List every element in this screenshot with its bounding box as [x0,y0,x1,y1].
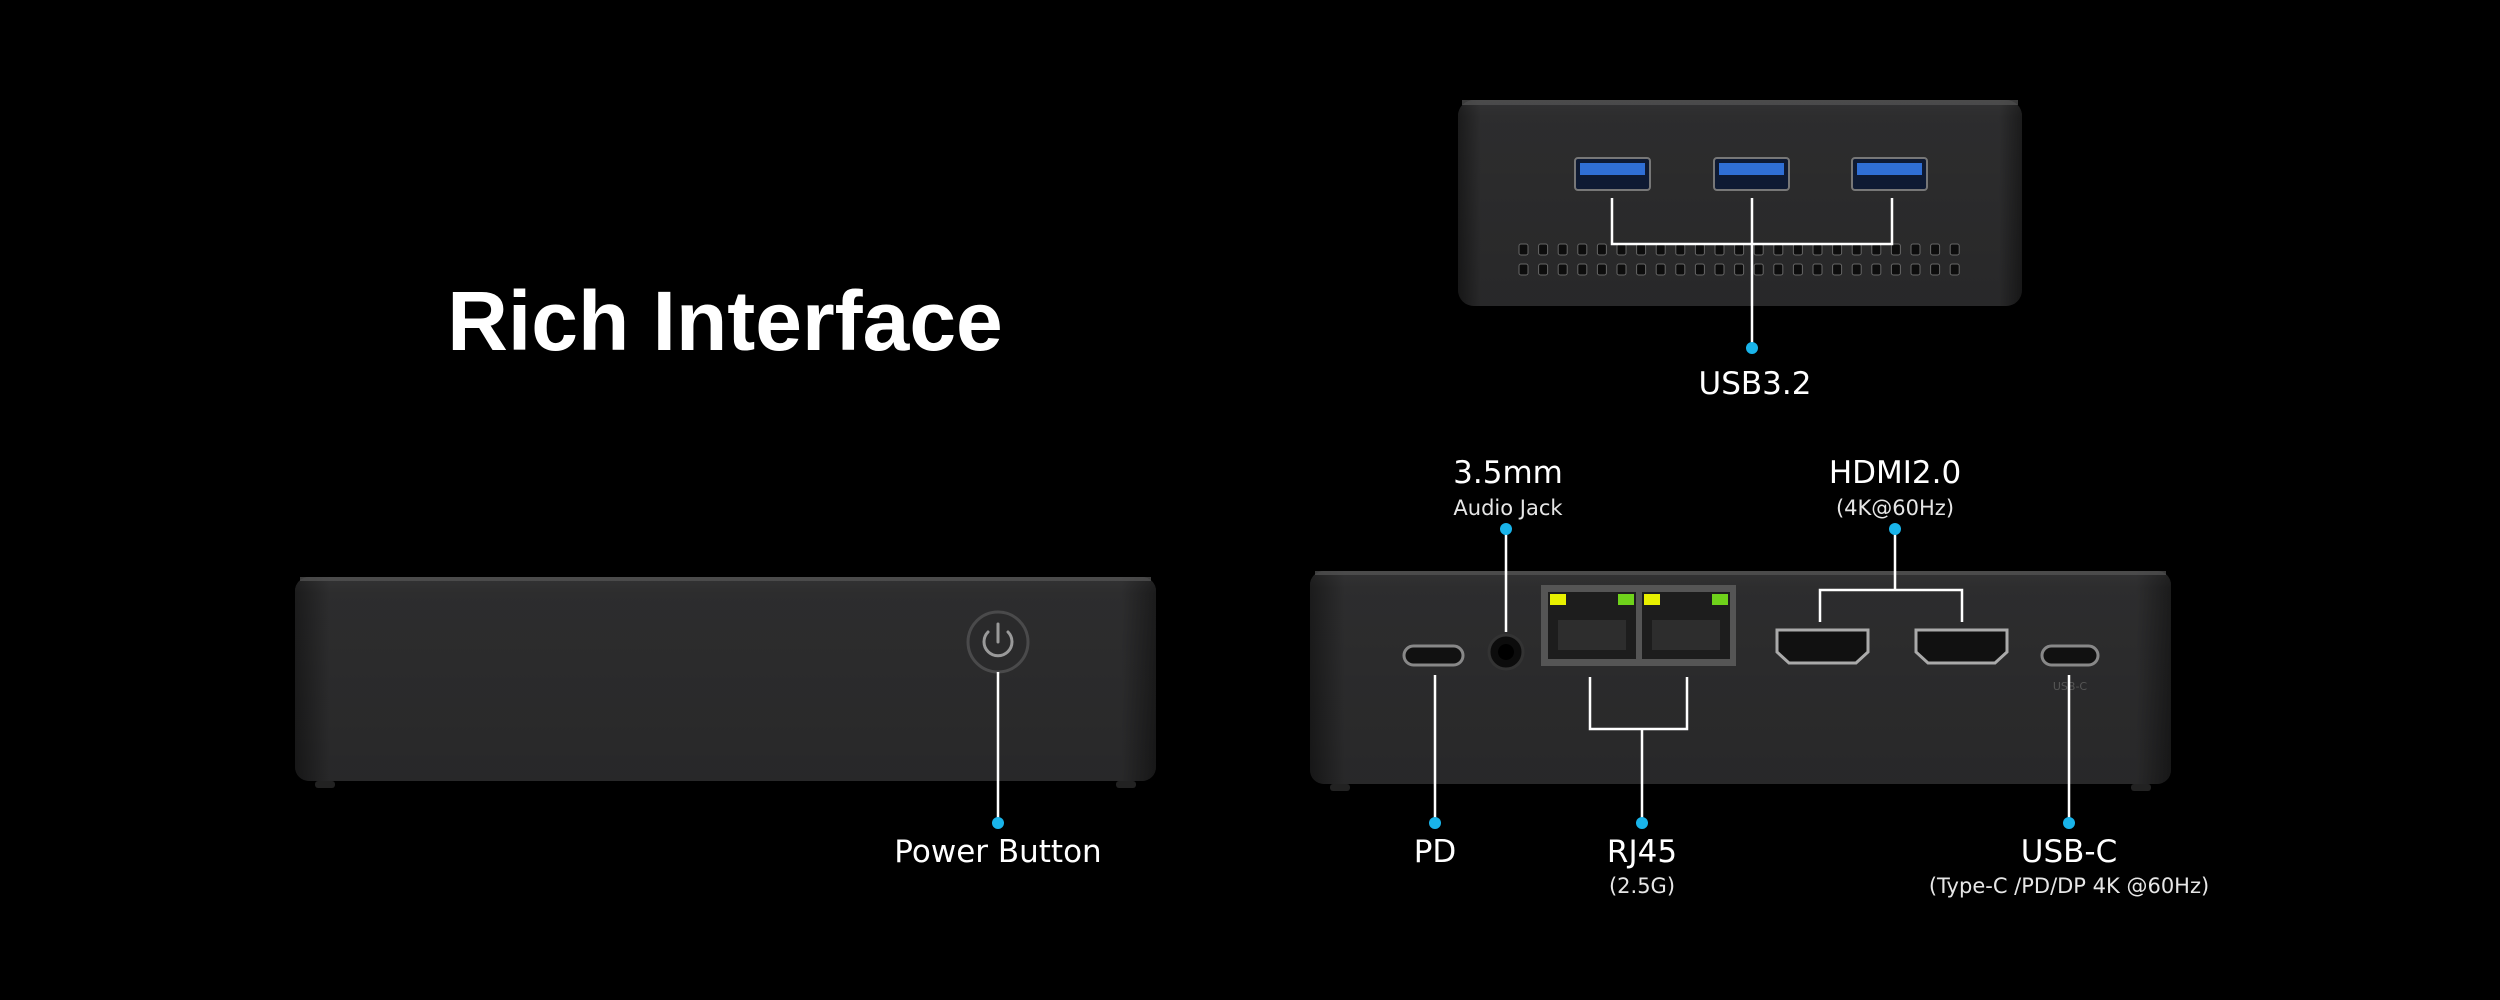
vent-grille [1518,243,1960,276]
vent-slot [1792,243,1803,256]
vent-slot [1890,243,1901,256]
vent-slot [1930,243,1941,256]
vent-slot [1792,263,1803,276]
vent-slot [1753,263,1764,276]
power-button-label: Power Button [894,834,1101,870]
vent-slot [1773,263,1784,276]
audio-jack [1487,633,1525,671]
vent-slot [1890,263,1901,276]
vent-slot [1832,243,1843,256]
vent-slot [1832,263,1843,276]
power-callout-dot [992,817,1004,829]
vent-slot [1734,263,1745,276]
vent-slot [1538,263,1549,276]
rj45-label: RJ45 [1607,834,1677,870]
page-title: Rich Interface [447,274,1003,368]
vent-slot [1734,243,1745,256]
vent-slot [1812,263,1823,276]
hdmi-port [1775,628,1870,665]
usb-port [1574,157,1651,191]
pd-port [1402,644,1465,667]
usbc-label: USB-C [2021,834,2117,870]
vent-slot [1557,263,1568,276]
vent-slot [1596,243,1607,256]
vent-slot [1871,243,1882,256]
usb-c-port: USB-C [2040,644,2100,693]
usbc-sublabel: (Type-C /PD/DP 4K @60Hz) [1929,874,2209,898]
vent-slot [1949,263,1960,276]
vent-slot [1949,243,1960,256]
vent-slot [1636,243,1647,256]
audio-callout-dot [1500,523,1512,535]
usbc-callout-dot [2063,817,2075,829]
rj45-ports [1541,585,1736,666]
rj45-callout-dot [1636,817,1648,829]
vent-slot [1812,243,1823,256]
device-back [1310,571,2171,791]
hdmi-callout-line [1818,531,1964,622]
vent-slot [1910,263,1921,276]
usb-callout-line [1610,198,1894,346]
usb-port [1713,157,1790,191]
rj45-sublabel: (2.5G) [1609,874,1675,898]
vent-slot [1518,243,1529,256]
vent-slot [1773,243,1784,256]
vent-slot [1930,263,1941,276]
vent-slot [1616,243,1627,256]
vent-slot [1753,243,1764,256]
power-button[interactable] [966,610,1030,674]
vent-slot [1518,263,1529,276]
vent-slot [1636,263,1647,276]
vent-slot [1714,263,1725,276]
usb-label: USB3.2 [1699,366,1812,402]
pd-callout-dot [1429,817,1441,829]
usb-port [1851,157,1928,191]
vent-slot [1616,263,1627,276]
vent-slot [1694,263,1705,276]
rj45-callout-line [1588,677,1689,820]
vent-slot [1596,263,1607,276]
vent-slot [1538,243,1549,256]
vent-slot [1557,243,1568,256]
hdmi-callout-dot [1889,523,1901,535]
vent-slot [1675,243,1686,256]
hdmi-sublabel: (4K@60Hz) [1836,496,1954,520]
vent-slot [1871,263,1882,276]
vent-slot [1577,243,1588,256]
vent-slot [1577,263,1588,276]
vent-slot [1851,263,1862,276]
vent-slot [1655,243,1666,256]
vent-slot [1851,243,1862,256]
usb-callout-dot [1746,342,1758,354]
vent-slot [1714,243,1725,256]
pd-label: PD [1414,834,1457,870]
vent-slot [1675,263,1686,276]
power-icon [982,622,1014,658]
audio-label: 3.5mm [1453,455,1563,491]
audio-sublabel: Audio Jack [1453,496,1563,520]
vent-slot [1910,243,1921,256]
hdmi-port [1914,628,2009,665]
device-front [295,577,1156,788]
vent-slot [1655,263,1666,276]
hdmi-label: HDMI2.0 [1829,455,1961,491]
vent-slot [1694,243,1705,256]
device-side-usb [1458,100,2022,306]
